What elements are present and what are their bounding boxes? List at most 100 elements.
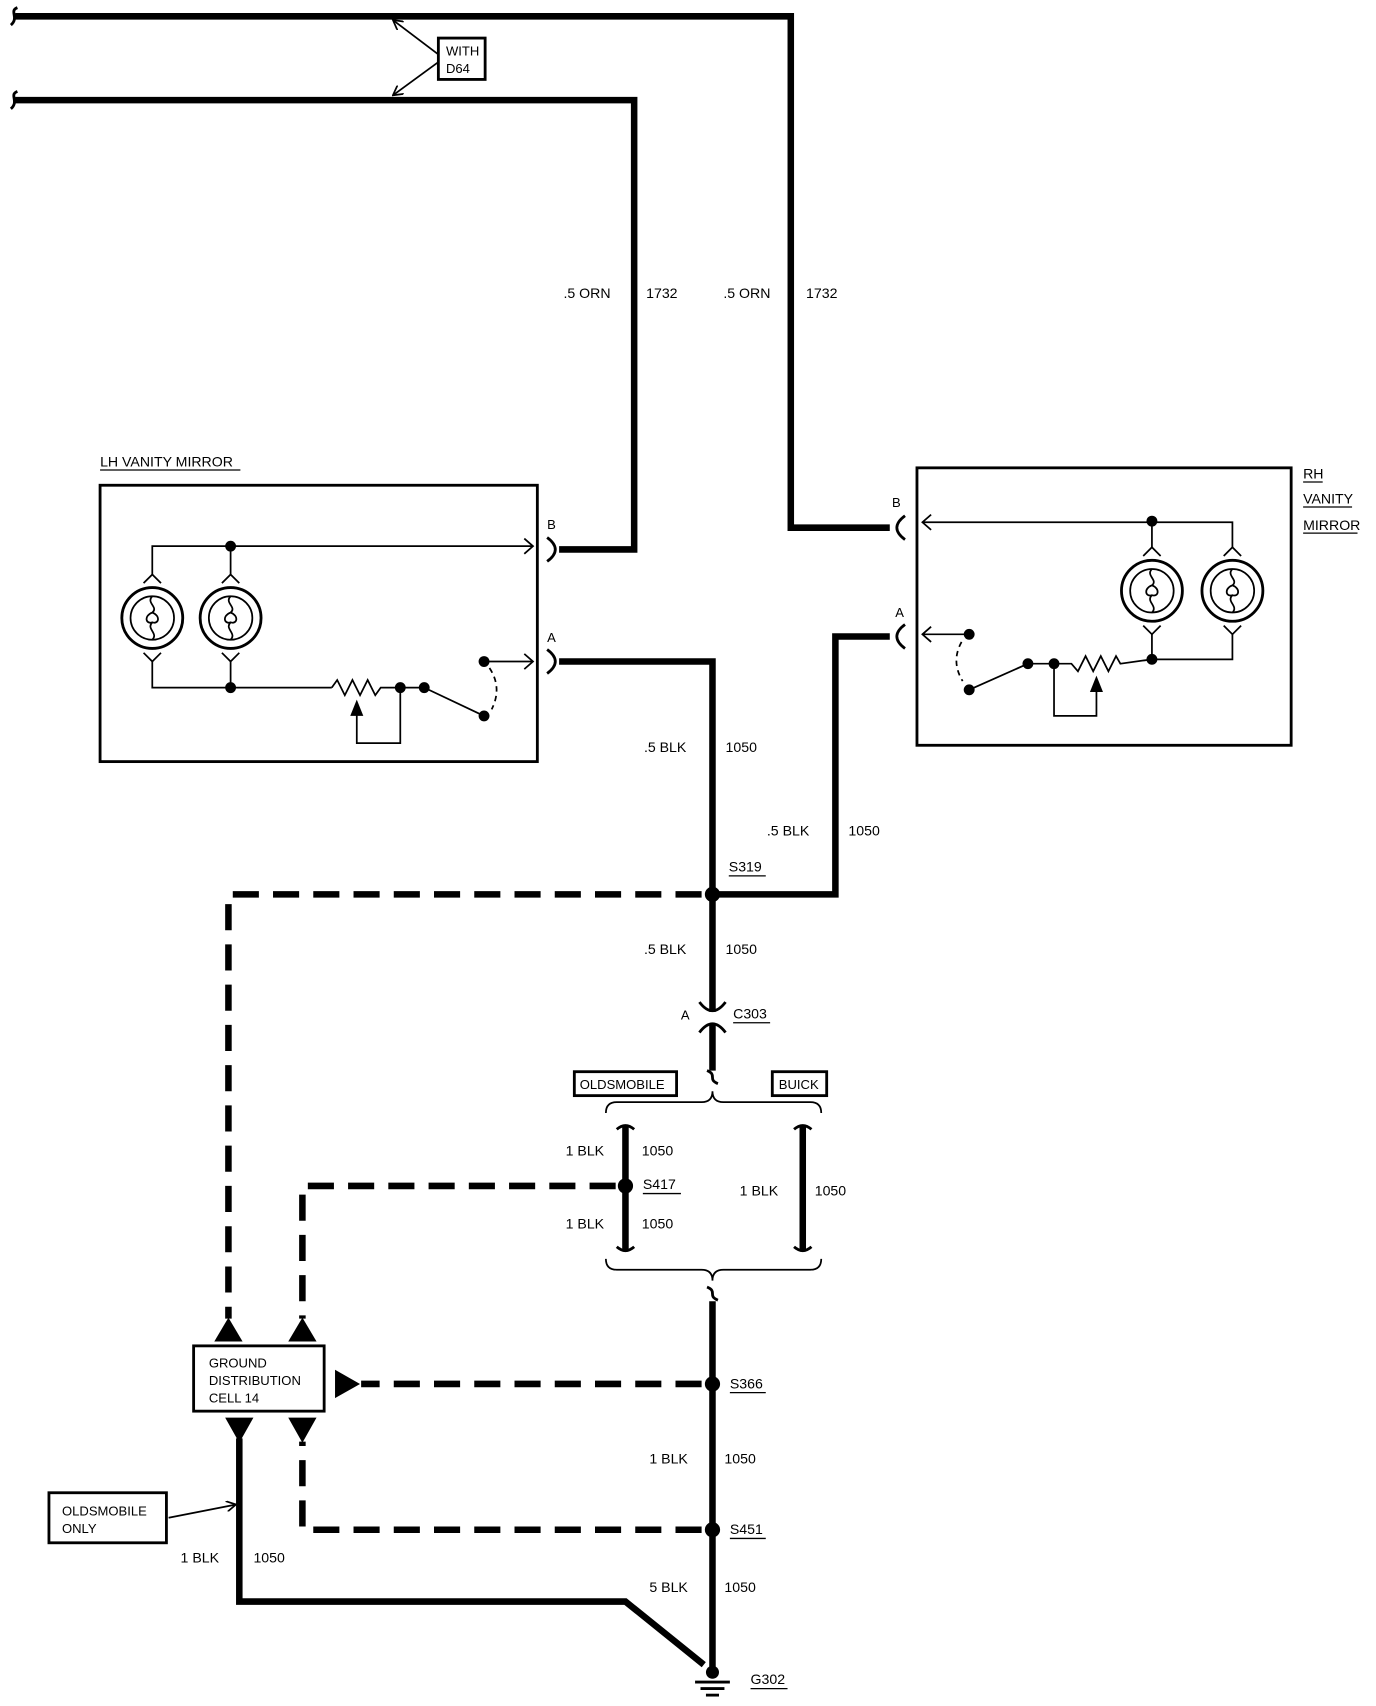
lh-lamp-1-outer [120,586,185,650]
variant-oldsmobile-box [572,1070,678,1098]
olds-only-ground-wire [236,1438,706,1668]
lh-rheostat-dot [394,682,406,694]
rh-terminal-b [895,514,906,541]
lh-ground-circuit: 1050 [726,739,758,755]
rh-top-bus [922,521,1234,548]
rh-lamp-2-outer [1200,558,1265,623]
splice-s319 [704,886,721,902]
gdc-arrow-down-left [225,1417,254,1443]
rh-ground-circuit: 1050 [848,823,880,839]
rh-bottom-bus [1151,634,1234,661]
rh-switch-blade [968,662,1029,691]
lh-lamp-1-filament [145,595,159,641]
rh-rheostat-arrow [1089,675,1103,692]
splice-s417-label: S417 [643,1176,676,1192]
rh-lamp-2-socket-top [1223,546,1242,557]
gdc-arrow-up-right [288,1317,317,1342]
rh-terminal-a-label: A [895,605,904,620]
olds-upper-circuit: 1050 [642,1142,674,1158]
s319-to-c303-size-color: .5 BLK [644,941,687,957]
gdc-arrow-down-right [288,1417,317,1443]
rh-ground-size-color: .5 BLK [767,823,810,839]
lh-terminal-a [546,648,557,675]
lh-feed-wire [15,96,638,553]
lh-mirror-title: LH VANITY MIRROR [100,454,233,470]
lh-rheostat-arrow [350,699,364,716]
lh-lamp-2-filament [224,595,238,641]
lh-feed-circuit: 1732 [646,285,678,301]
lh-rheostat-wiper [355,687,402,744]
connector-c303-cavity: A [681,1007,690,1022]
wire-break-mark-second [9,90,19,110]
lh-terminal-a-label: A [547,630,556,645]
s366-to-s451-circuit: 1050 [724,1450,756,1466]
lh-arrow-b [523,537,535,555]
rh-feed-size-color: .5 ORN [723,285,770,301]
option-note-line2: D64 [446,61,470,76]
ground-symbol-icon [695,1680,730,1697]
rh-arrow-a [921,626,932,643]
s319-to-c303-circuit: 1050 [726,941,758,957]
ground-distribution-line2: DISTRIBUTION [209,1373,301,1388]
lh-lamp-1-socket-top [142,573,162,584]
rh-feed-wire [15,13,890,531]
olds-lower-circuit: 1050 [642,1215,674,1231]
splice-s451-label: S451 [730,1521,763,1537]
olds-lower-size-color: 1 BLK [566,1215,605,1231]
rh-switch-pivot-dot [1022,658,1034,670]
olds-upper-size-color: 1 BLK [566,1142,605,1158]
gdc-arrow-up-left [214,1317,243,1342]
option-note-arrow-top [394,21,439,56]
oldsmobile-only-note-arrow [168,1505,235,1519]
connector-c303-female [698,1001,727,1013]
s451-dashed-ground-path [299,1441,702,1534]
splice-s451 [704,1522,721,1538]
olds-only-ground-circuit: 1050 [253,1549,285,1565]
option-note-box [436,36,487,81]
splice-s319-label: S319 [729,858,762,874]
rh-mirror-title-line3: MIRROR [1303,517,1360,533]
lh-terminal-b-label: B [547,517,556,532]
rh-rheostat-dot [1048,658,1060,670]
splice-s417 [617,1178,634,1194]
lh-mirror-box [98,483,539,764]
ground-g302-label: G302 [751,1671,786,1687]
lh-ground-size-color: .5 BLK [644,739,687,755]
rh-mirror-title-line2: VANITY [1303,491,1354,507]
buick-branch-cap-bottom [793,1245,813,1253]
rh-mirror-box [915,466,1293,747]
rh-mirror-title-line1: RH [1303,466,1323,482]
lh-bottom-bus [151,661,332,689]
lh-arrow-a [523,653,535,670]
olds-branch-cap-bottom [615,1245,636,1253]
buick-branch-cap-top [793,1124,813,1131]
option-note-arrow-bottom [394,61,439,95]
rh-switch-contact-dot [963,684,975,696]
ground-distribution-line3: CELL 14 [209,1390,259,1405]
splice-s366 [704,1376,721,1392]
wire-break-mark-c303 [706,1069,719,1085]
ground-distribution-box [192,1344,326,1413]
rh-ground-wire [712,633,890,898]
rh-terminal-a [895,623,906,650]
oldsmobile-only-note-line2: ONLY [62,1521,97,1536]
buick-branch-circuit: 1050 [815,1183,847,1199]
ground-distribution-line1: GROUND [209,1356,267,1371]
olds-only-ground-size-color: 1 BLK [181,1549,220,1565]
lh-feed-size-color: .5 ORN [563,285,610,301]
rh-rheostat-resistor [1027,654,1153,674]
rh-lamp-1-outer [1120,558,1184,623]
s451-to-g302-circuit: 1050 [724,1579,756,1595]
lh-top-bus [151,545,533,575]
s451-to-g302-size-color: 5 BLK [649,1579,688,1595]
rh-lamp-1-socket-top [1142,546,1162,557]
s366-to-s451-size-color: 1 BLK [649,1450,688,1466]
rh-feed-circuit: 1732 [806,285,838,301]
variant-buick-box [770,1070,829,1098]
oldsmobile-only-note-line1: OLDSMOBILE [62,1504,147,1519]
variant-brace-bottom [605,1258,823,1281]
option-note-line1: WITH [446,43,479,58]
rh-lamp-1-icon [1120,546,1184,636]
lh-lamp-2-socket-top [221,573,240,584]
